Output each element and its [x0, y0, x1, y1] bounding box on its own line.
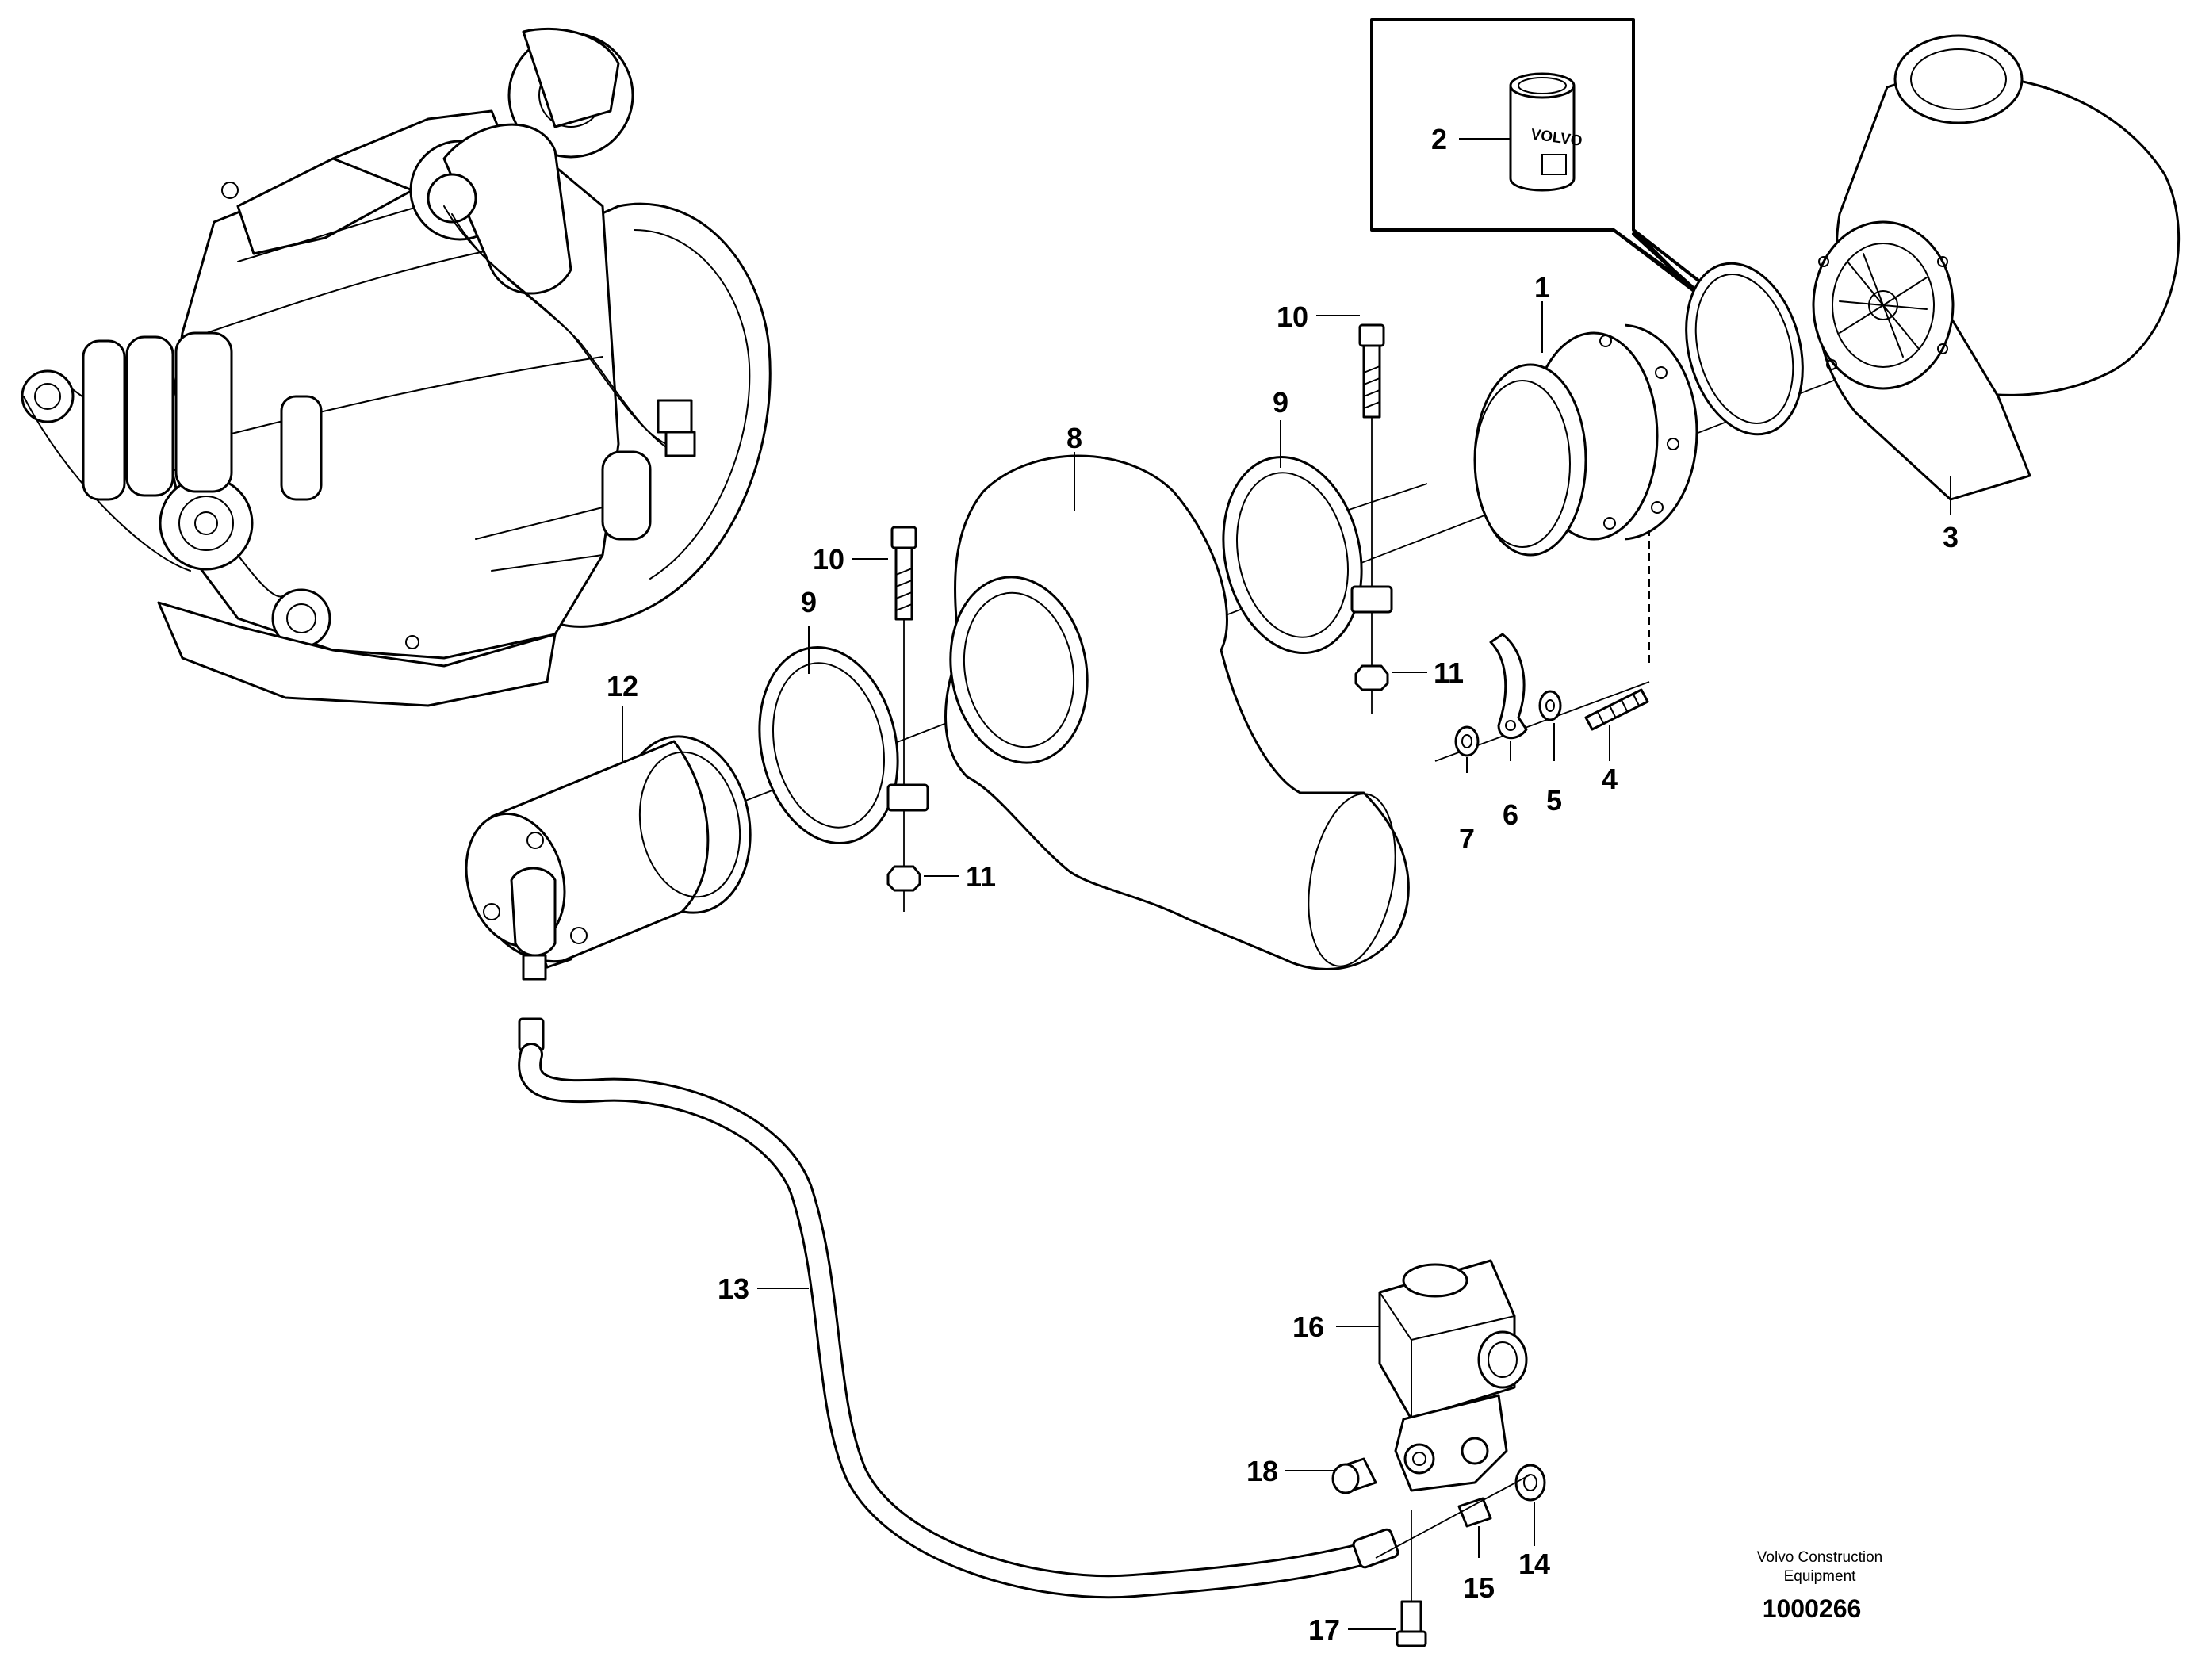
bolt-lower — [890, 526, 917, 621]
pipe-flange — [1473, 262, 1804, 557]
leader-lines — [622, 138, 1951, 1630]
actuator-cylinder — [465, 735, 752, 981]
clamp-upper — [1222, 455, 1393, 655]
callout-3: 3 — [1943, 521, 1959, 553]
callout-8: 8 — [1066, 422, 1082, 454]
callout-4: 4 — [1602, 763, 1618, 795]
washer-5 — [1538, 690, 1562, 721]
bracket-6 — [1489, 633, 1528, 740]
callout-17: 17 — [1308, 1613, 1340, 1646]
bolt-17 — [1396, 1510, 1427, 1647]
callout-6: 6 — [1503, 798, 1518, 831]
company-line-2: Equipment — [1784, 1568, 1857, 1585]
nipple-15 — [1457, 1497, 1492, 1528]
company-line-1: Volvo Construction — [1757, 1549, 1882, 1566]
callout-7: 7 — [1459, 822, 1475, 855]
engine-overview-illustration — [21, 27, 772, 707]
callout-11-lower: 11 — [966, 860, 996, 893]
hose-line — [518, 1017, 1399, 1599]
stud — [1584, 688, 1649, 731]
bolt-upper — [1358, 323, 1385, 419]
callout-13: 13 — [718, 1272, 749, 1305]
callout-9-lower: 9 — [801, 586, 817, 618]
nut-lower — [886, 865, 921, 892]
callout-labels: 1 2 3 4 5 6 7 8 9 9 10 10 11 11 12 13 14… — [607, 123, 1959, 1646]
callout-18: 18 — [1246, 1455, 1278, 1487]
turbocharger — [1812, 34, 2181, 501]
document-number: 1000266 — [1763, 1594, 1862, 1623]
nut-14 — [1514, 1464, 1546, 1502]
callout-12: 12 — [607, 670, 638, 702]
callout-1: 1 — [1534, 271, 1550, 304]
callout-14: 14 — [1518, 1548, 1550, 1580]
callout-10-lower: 10 — [813, 543, 844, 576]
fitting-18 — [1331, 1457, 1377, 1494]
elbow-hose — [944, 454, 1410, 970]
callout-2: 2 — [1431, 123, 1447, 155]
volvo-canister: VOLVO — [1509, 72, 1583, 192]
inset-box-part-2: VOLVO — [1370, 18, 1714, 307]
callout-16: 16 — [1292, 1311, 1324, 1343]
callout-9-upper: 9 — [1273, 386, 1288, 419]
nut-upper — [1354, 664, 1389, 691]
callout-10-upper: 10 — [1277, 300, 1308, 333]
washer-7 — [1454, 725, 1480, 757]
clamp-lower — [758, 645, 929, 845]
callout-15: 15 — [1463, 1571, 1495, 1604]
solenoid-valve — [1378, 1259, 1528, 1492]
footer: Volvo Construction Equipment 1000266 — [1757, 1549, 1882, 1623]
callout-5: 5 — [1546, 784, 1562, 817]
callout-11-upper: 11 — [1434, 656, 1464, 689]
